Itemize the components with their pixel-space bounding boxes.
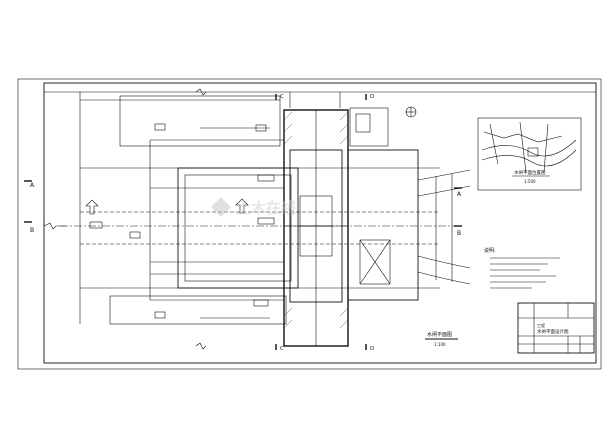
section-mark-a-left: A — [30, 182, 35, 189]
location-map: 水闸平面位置图 1:500 — [477, 117, 582, 191]
title-block-project: 工程 — [537, 322, 545, 328]
plan-title: 水闸平面图 — [427, 331, 452, 338]
section-mark-d-bottom: D — [370, 346, 374, 352]
section-mark-b-left: B — [30, 227, 34, 234]
notes-heading: 说明: — [484, 247, 496, 254]
sluice-plan — [43, 88, 471, 350]
section-markers: A B A B C D C D — [24, 94, 462, 352]
title-block: 工程 水闸平面设计图 — [517, 302, 595, 354]
location-map-scale: 1:500 — [524, 179, 536, 184]
section-mark-c-bottom: C — [280, 346, 284, 352]
section-mark-d-top: D — [370, 94, 374, 100]
watermark-logo: 土木在线 — [211, 197, 296, 217]
watermark-text: 土木在线 — [236, 199, 296, 217]
notes: 说明: — [484, 247, 560, 289]
location-map-title: 水闸平面位置图 — [514, 169, 546, 176]
outer-frame — [17, 78, 602, 370]
section-mark-c-top: C — [280, 94, 284, 100]
inner-frame — [43, 82, 597, 364]
title-block-drawing-title: 水闸平面设计图 — [537, 328, 569, 335]
section-mark-b-right: B — [457, 230, 461, 237]
section-mark-a-right: A — [457, 191, 462, 198]
plan-scale: 1:100 — [434, 342, 446, 347]
